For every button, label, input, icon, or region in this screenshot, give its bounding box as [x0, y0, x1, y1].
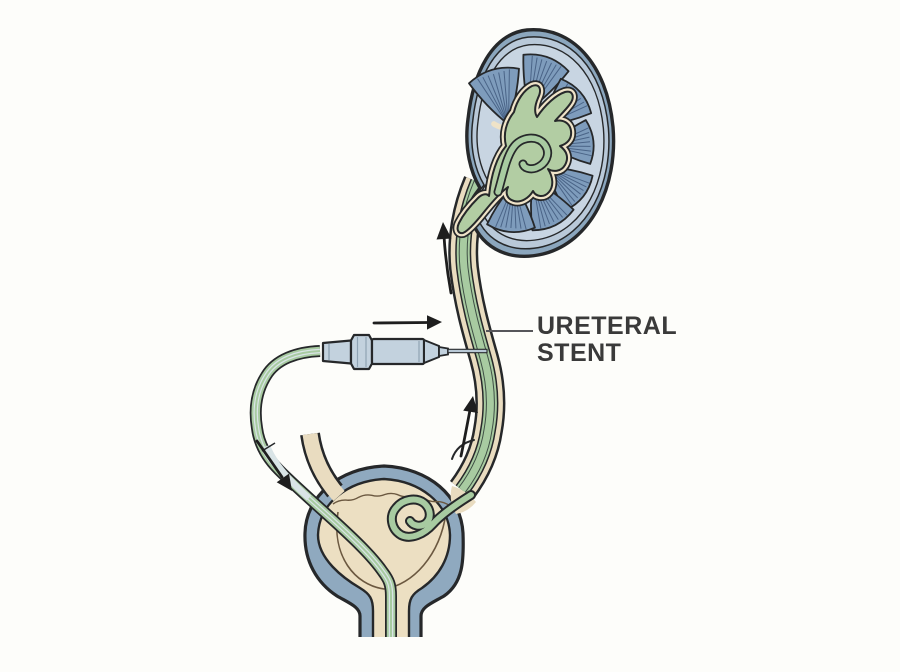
kidney-illustration	[452, 28, 616, 258]
arrow-head	[436, 222, 452, 240]
bladder-inner-contour	[336, 511, 447, 590]
left-ureter-stub	[300, 432, 345, 501]
device-hub	[321, 339, 353, 365]
device-collar-lines	[356, 337, 367, 367]
pigtail-layer-1	[388, 492, 474, 540]
arrow-shaft	[372, 321, 430, 325]
flow-arrow-lower-ureter-up	[459, 396, 478, 458]
pyramid-striations-4	[549, 168, 590, 206]
renal-pelvis	[452, 80, 578, 239]
stent-pusher-device	[321, 333, 488, 371]
pyramid-striations-6	[495, 189, 527, 230]
flow-arrow-pusher-right	[372, 315, 442, 330]
label-line-2: STENT	[537, 339, 622, 367]
device-barrel	[370, 337, 426, 366]
pyramid-striations-0	[477, 69, 510, 120]
flow-arrow-catheter-down	[255, 439, 292, 491]
arrow-head	[427, 315, 442, 330]
ureter-tube	[448, 176, 506, 499]
pelvis-green-fill	[456, 84, 574, 235]
device-needle	[447, 348, 488, 354]
junction-fold-line	[451, 439, 475, 460]
stent-pigtail-curl	[386, 490, 476, 542]
arrow-head	[276, 473, 292, 491]
device-tip	[438, 345, 449, 358]
bladder-wall-outline	[303, 464, 465, 637]
stent-hook-layer-1	[495, 135, 551, 195]
ureter-layer-5	[459, 180, 494, 493]
bladder-mucosa-wavy-line	[332, 492, 451, 507]
flow-arrow-ureter-up	[436, 222, 453, 295]
stent-upper-coil	[493, 133, 553, 197]
pyramid-striations-5	[533, 184, 568, 229]
catheter-pale-segment	[263, 444, 312, 501]
stub-layer-0	[302, 432, 345, 501]
arrow-shaft	[442, 234, 453, 295]
device-collar	[349, 333, 374, 371]
ureteral-stent-label: URETERAL STENT	[537, 313, 677, 367]
label-line-1: URETERAL	[537, 312, 678, 340]
device-taper	[423, 338, 440, 365]
arrow-head	[463, 396, 478, 413]
arrow-shaft	[255, 439, 284, 479]
bladder-lumen-fill	[318, 479, 450, 637]
bladder-lumen-outline	[316, 477, 452, 637]
